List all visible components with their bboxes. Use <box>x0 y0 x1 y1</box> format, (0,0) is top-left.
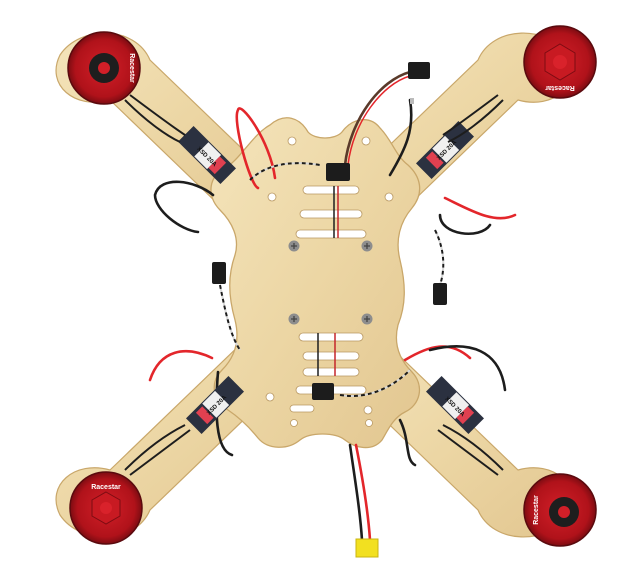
esc-top-left: XSD 20A <box>178 126 236 184</box>
plate-wires <box>317 186 339 376</box>
esc-bottom-left: XSD 20A <box>186 376 244 434</box>
signal-wires <box>219 162 445 397</box>
servo-connectors <box>212 62 447 400</box>
svg-text:Racestar: Racestar <box>128 53 135 83</box>
svg-text:Racestar: Racestar <box>533 495 540 525</box>
motor-bottom-left: Racestar <box>69 471 143 545</box>
xt60-battery-connector <box>355 538 379 558</box>
screws <box>288 240 373 325</box>
svg-text:Racestar: Racestar <box>91 484 121 491</box>
svg-text:Racestar: Racestar <box>545 84 575 91</box>
motor-leads <box>124 94 504 476</box>
motor-top-left: Racestar <box>67 31 141 105</box>
center-plate <box>210 117 421 449</box>
motor-bottom-right: Racestar <box>523 473 597 547</box>
esc-bottom-right: XSD 20A <box>426 376 484 434</box>
motor-top-right: Racestar <box>523 25 597 99</box>
power-wires <box>148 70 517 542</box>
plate-holes <box>265 136 394 427</box>
